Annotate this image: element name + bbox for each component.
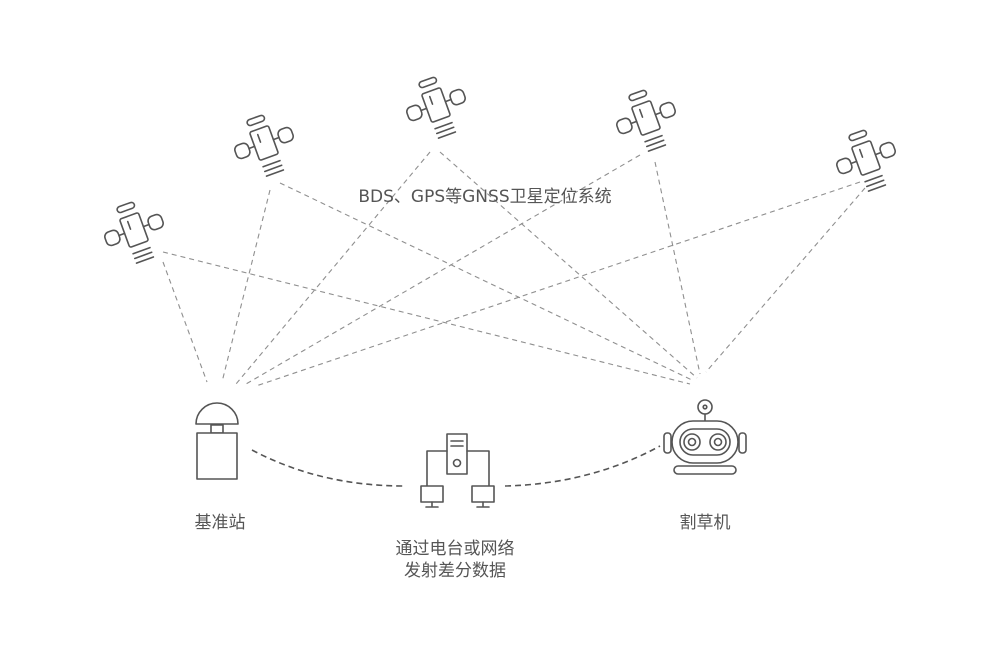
radio-link-base-server bbox=[251, 449, 405, 487]
mower-label: 割草机 bbox=[679, 513, 731, 533]
server-network-icon bbox=[420, 433, 495, 508]
signal-sat1-base bbox=[162, 261, 208, 383]
signal-sat2-mower bbox=[279, 182, 695, 382]
signal-sat4-mower bbox=[654, 161, 701, 375]
signal-sat1-mower bbox=[162, 251, 691, 385]
data-link-label-line1: 通过电台或网络 bbox=[395, 539, 515, 559]
gnss-system-label: BDS、GPS等GNSS卫星定位系统 bbox=[358, 187, 612, 207]
satellite-icon bbox=[234, 114, 294, 177]
signal-sat5-base bbox=[255, 181, 861, 387]
signal-sat3-mower bbox=[439, 151, 698, 379]
satellite-icon bbox=[406, 76, 466, 139]
satellite-icon bbox=[616, 89, 676, 152]
base-station-label: 基准站 bbox=[194, 513, 246, 533]
signals-to-base bbox=[162, 151, 861, 387]
robot-mower-icon bbox=[663, 399, 747, 475]
data-link-label: 通过电台或网络 发射差分数据 bbox=[350, 538, 560, 582]
gnss-antenna-icon bbox=[195, 402, 239, 480]
satellite-icon bbox=[836, 129, 896, 192]
signal-sat4-base bbox=[245, 154, 641, 385]
satellite-icon bbox=[104, 201, 164, 264]
signal-sat5-mower bbox=[705, 187, 866, 373]
data-link-label-line2: 发射差分数据 bbox=[404, 561, 506, 581]
signals-to-mower bbox=[162, 151, 866, 385]
signal-sat3-base bbox=[235, 151, 431, 385]
radio-link-server-mower bbox=[504, 445, 661, 487]
signal-sat2-base bbox=[221, 189, 271, 383]
